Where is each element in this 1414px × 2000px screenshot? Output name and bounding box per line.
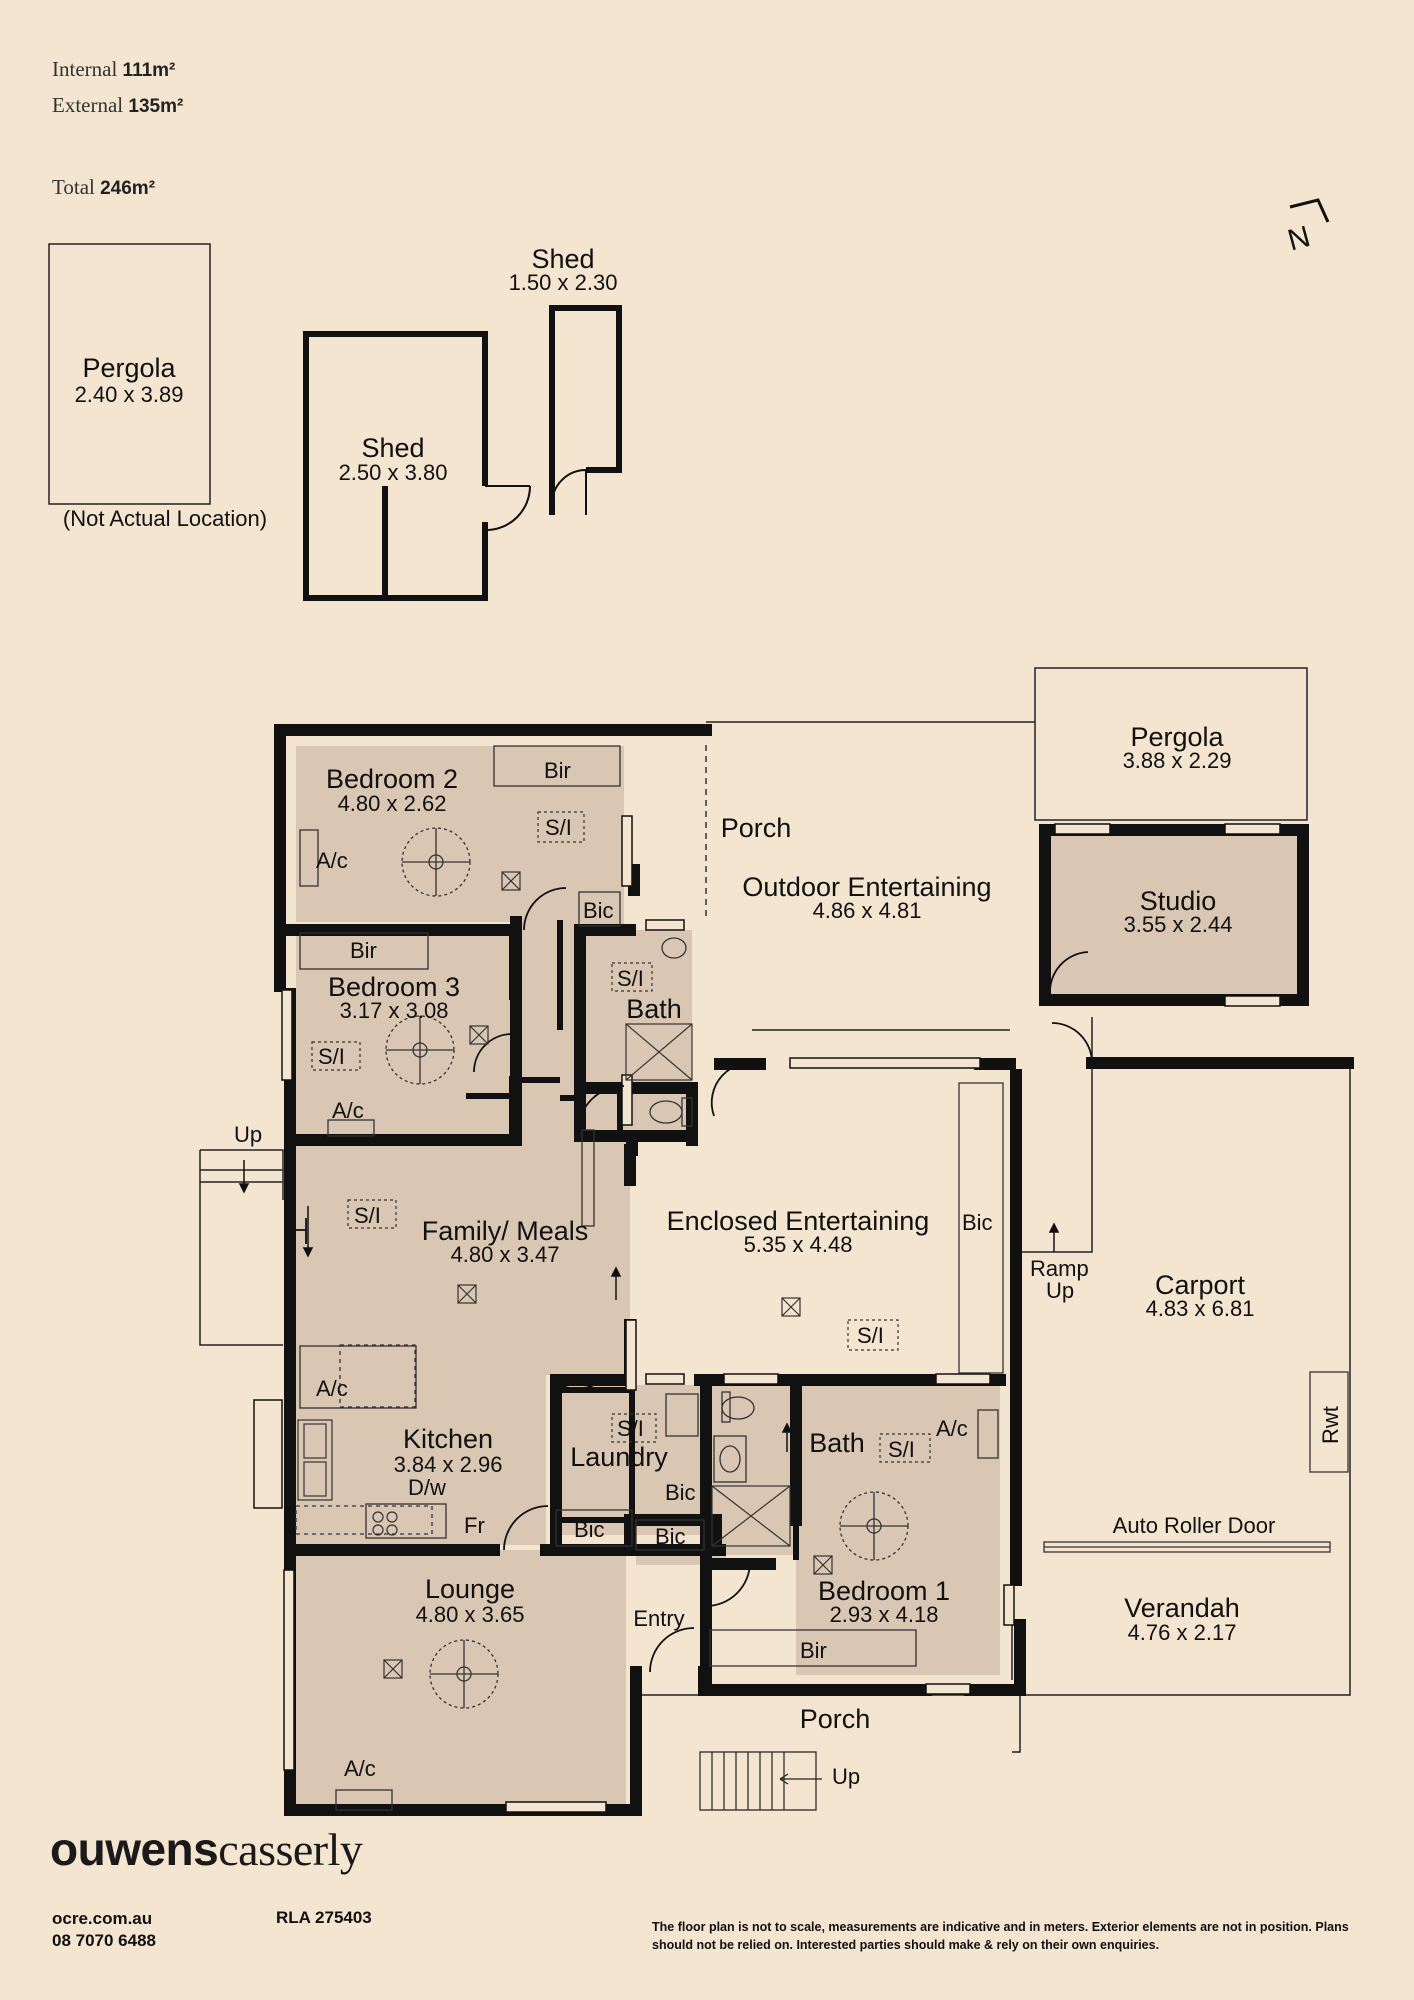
kitchen-dims: 3.84 x 2.96	[394, 1452, 503, 1477]
phone-number: 08 7070 6488	[52, 1931, 156, 1950]
website-link[interactable]: ocre.com.au	[52, 1909, 153, 1928]
disclaimer: The floor plan is not to scale, measurem…	[652, 1920, 1349, 1952]
porch-top-name: Porch	[721, 813, 792, 843]
up-label: Up	[234, 1122, 262, 1147]
fixture-labels: Bir Bic Bir S/I S/I S/I S/I S/I S/I S/I …	[234, 758, 1343, 1789]
bath-lower-name: Bath	[809, 1428, 865, 1458]
bir-label: Bir	[350, 938, 377, 963]
enclosed-entertaining-dims: 5.35 x 4.48	[744, 1232, 853, 1257]
rwt-label: Rwt	[1318, 1406, 1343, 1444]
rla-number: RLA 275403	[276, 1908, 372, 1927]
verandah-dims: 4.76 x 2.17	[1128, 1620, 1237, 1645]
bedroom1-dims: 2.93 x 4.18	[830, 1602, 939, 1627]
si-label: S/I	[354, 1203, 381, 1228]
si-label: S/I	[857, 1323, 884, 1348]
bir-label: Bir	[800, 1638, 827, 1663]
shed-small-name: Shed	[531, 244, 594, 274]
si-label: S/I	[617, 1416, 644, 1441]
shed-large-dims: 2.50 x 3.80	[339, 460, 448, 485]
ceiling-fan-icon	[385, 827, 909, 1709]
bic-label: Bic	[574, 1517, 605, 1542]
arrows	[238, 1160, 1060, 1452]
family-meals-name: Family/ Meals	[422, 1216, 589, 1246]
doors	[286, 887, 1093, 1673]
studio-walls	[1039, 824, 1309, 1006]
fr-label: Fr	[464, 1513, 485, 1538]
north-arrow-icon: N	[1284, 198, 1330, 258]
shed-small-walls	[549, 305, 622, 515]
bic-label: Bic	[962, 1210, 993, 1235]
pergola-small-note: (Not Actual Location)	[63, 506, 267, 531]
ac-label: A/c	[316, 848, 348, 873]
si-label: S/I	[617, 966, 644, 991]
total-area: Total 246m²	[52, 175, 156, 199]
entry-name: Entry	[633, 1606, 684, 1631]
pergola-outline-small	[48, 243, 211, 505]
porch-bottom-name: Porch	[800, 1704, 871, 1734]
outdoor-entertaining-dims: 4.86 x 4.81	[813, 898, 922, 923]
area-summary: Internal 111m² External 135m² Total 246m…	[52, 52, 183, 206]
bedroom3-dims: 3.17 x 3.08	[340, 998, 449, 1023]
kitchen-name: Kitchen	[403, 1424, 493, 1454]
si-boxes	[311, 811, 931, 1463]
pergola-small-dims: 2.40 x 3.89	[75, 382, 184, 407]
internal-area: Internal 111m²	[52, 57, 176, 81]
smoke-detector-icon	[383, 871, 833, 1679]
pergola-right-name: Pergola	[1130, 722, 1224, 752]
studio-name: Studio	[1140, 886, 1217, 916]
laundry-name: Laundry	[570, 1442, 668, 1472]
bath-upper-name: Bath	[626, 994, 682, 1024]
outdoor-entertaining-name: Outdoor Entertaining	[742, 872, 991, 902]
external-area: External 135m²	[52, 93, 184, 117]
enclosed-entertaining-name: Enclosed Entertaining	[667, 1206, 930, 1236]
room-labels: Pergola 2.40 x 3.89 (Not Actual Location…	[63, 244, 1255, 1734]
carport-name: Carport	[1155, 1270, 1246, 1300]
bic-label: Bic	[665, 1480, 696, 1505]
sink-icon	[297, 1419, 398, 1536]
pergola-outline-right	[1034, 667, 1308, 821]
porch-steps	[699, 1751, 822, 1811]
verandah-name: Verandah	[1124, 1593, 1240, 1623]
bedroom1-name: Bedroom 1	[818, 1576, 950, 1606]
pergola-small-name: Pergola	[82, 353, 176, 383]
up-label: Up	[832, 1764, 860, 1789]
ac-label: A/c	[344, 1756, 376, 1781]
toilet-icon	[649, 937, 755, 1483]
bedroom2-dims: 4.80 x 2.62	[338, 791, 447, 816]
si-label: S/I	[318, 1044, 345, 1069]
si-label: S/I	[888, 1437, 915, 1462]
si-label: S/I	[545, 815, 572, 840]
shower-icon	[625, 1023, 791, 1547]
windows	[253, 815, 1281, 1813]
bic-label: Bic	[583, 898, 614, 923]
lounge-name: Lounge	[425, 1574, 515, 1604]
lounge-dims: 4.80 x 3.65	[416, 1602, 525, 1627]
family-meals-dims: 4.80 x 3.47	[451, 1242, 560, 1267]
bir-label: Bir	[544, 758, 571, 783]
bic-label: Bic	[655, 1524, 686, 1549]
carport-dims: 4.83 x 6.81	[1146, 1296, 1255, 1321]
interior-fill	[296, 746, 1300, 1805]
auto-roller-door-label: Auto Roller Door	[1113, 1513, 1276, 1538]
fixtures	[295, 745, 1349, 1811]
bedroom3-name: Bedroom 3	[328, 972, 460, 1002]
shed-small-dims: 1.50 x 2.30	[509, 270, 618, 295]
bedroom2-name: Bedroom 2	[326, 764, 458, 794]
svg-text:N: N	[1284, 220, 1313, 257]
contact-info: ocre.com.au 08 7070 6488	[52, 1908, 156, 1952]
ramp-label: Ramp	[1030, 1256, 1089, 1281]
ac-label: A/c	[316, 1376, 348, 1401]
ac-label: A/c	[936, 1416, 968, 1441]
internal-walls	[466, 920, 799, 1560]
dw-label: D/w	[408, 1475, 446, 1500]
pergola-right-dims: 3.88 x 2.29	[1123, 748, 1232, 773]
brand-logo: ouwenscasserly	[50, 1823, 363, 1875]
ac-label: A/c	[332, 1098, 364, 1123]
studio-dims: 3.55 x 2.44	[1124, 912, 1233, 937]
ramp-up-label: Up	[1046, 1278, 1074, 1303]
house-walls	[274, 724, 1354, 1816]
shed-large-name: Shed	[361, 433, 424, 463]
